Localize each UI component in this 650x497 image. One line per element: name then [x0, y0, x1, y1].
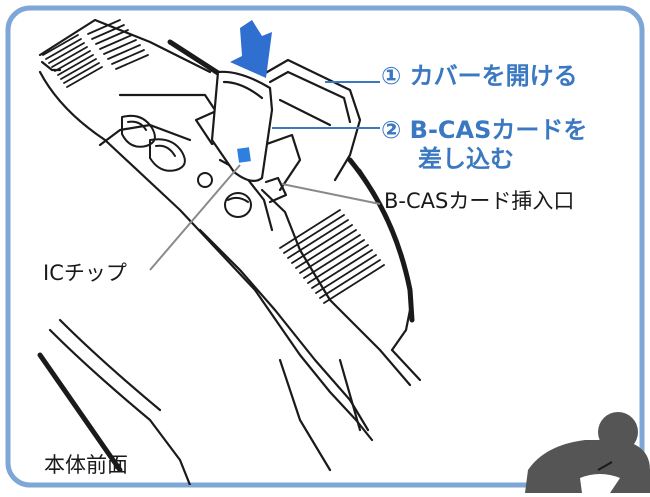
ic-chip — [237, 147, 251, 163]
front-label: 本体前面 — [44, 453, 128, 477]
down-arrow-icon — [230, 20, 272, 78]
step2-label-line2: 差し込む — [418, 145, 514, 173]
step1-label: ① カバーを開ける — [381, 62, 578, 90]
bcas-card — [210, 70, 274, 183]
step2-label-line1: ② B-CASカードを — [381, 116, 588, 144]
tv-lower-body — [37, 318, 362, 485]
figure-frame — [5, 5, 645, 488]
tv-buttons — [121, 114, 252, 218]
mascot-character-icon — [525, 412, 650, 493]
leader-lines — [149, 81, 381, 271]
slot-cover — [260, 58, 362, 182]
leader-slot — [281, 183, 381, 205]
card-slot-label: B-CASカード挿入口 — [384, 189, 575, 213]
tv-right-rim — [347, 157, 415, 323]
ic-chip-label: ICチップ — [43, 261, 127, 285]
leader-ic — [149, 164, 241, 271]
vent-grille-left — [42, 19, 149, 88]
vent-grille-right — [279, 209, 385, 304]
